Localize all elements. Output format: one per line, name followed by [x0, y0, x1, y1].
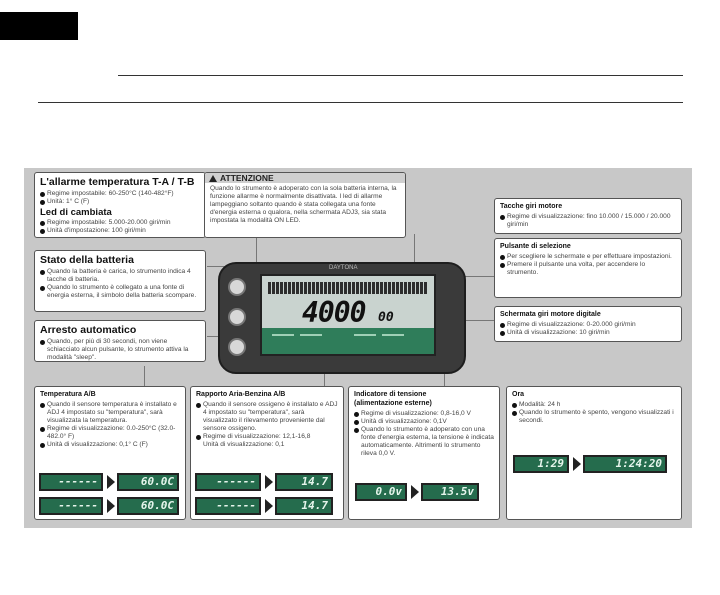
- select-button[interactable]: [228, 308, 246, 326]
- warning-icon: [209, 174, 217, 182]
- warning-title: ATTENZIONE: [220, 173, 274, 183]
- air-fuel-box: Rapporto Aria-Benzina A/B Quando il sens…: [190, 386, 344, 520]
- segment: [300, 334, 322, 336]
- voltage-display-left: 0.0v: [355, 483, 407, 501]
- tach-bar: [268, 282, 428, 294]
- select-bullet: Per scegliere le schermate e per effettu…: [500, 253, 676, 261]
- connector: [464, 276, 494, 277]
- alarm-title: L'allarme temperatura T-A / T-B: [40, 176, 195, 188]
- connector: [144, 366, 145, 388]
- clock-box: Ora Modalità: 24 h Quando lo strumento è…: [506, 386, 682, 520]
- section-tab: [0, 12, 78, 40]
- lcd-bottom-panel: [262, 328, 434, 354]
- auto-off-bullet: Quando, per più di 30 secondi, non viene…: [40, 338, 200, 361]
- warning-text: Quando lo strumento è adoperato con la s…: [210, 185, 397, 224]
- rpm-marks-box: Tacche giri motore Regime di visualizzaz…: [494, 198, 682, 234]
- set-button[interactable]: [228, 338, 246, 356]
- clock-title: Ora: [512, 391, 525, 398]
- shift-bullet: Regime impostabile: 5.000-20.000 giri/mi…: [40, 219, 200, 227]
- temperature-bullet: Unità di visualizzazione: 0,1° C (F): [40, 441, 180, 449]
- temp-display-right: 60.0C: [117, 497, 179, 515]
- instrument-diagram: L'allarme temperatura T-A / T-B Regime i…: [24, 168, 692, 528]
- afr-display-right: 14.7: [275, 497, 333, 515]
- alarm-bullet: Regime impostabile: 60-250°C (140-482°F): [40, 190, 200, 198]
- connector: [256, 218, 257, 270]
- voltage-bullet: Quando lo strumento è adoperato con una …: [354, 426, 494, 458]
- arrow-right-icon: [573, 457, 581, 471]
- warning-box: ATTENZIONE Quando lo strumento è adopera…: [204, 172, 406, 238]
- warning-header: ATTENZIONE: [205, 173, 405, 183]
- voltage-display-right: 13.5v: [421, 483, 479, 501]
- afr-display-right: 14.7: [275, 473, 333, 491]
- segment: [354, 334, 376, 336]
- select-button-box: Pulsante di selezione Per scegliere le s…: [494, 238, 682, 298]
- temp-display-right: 60.0C: [117, 473, 179, 491]
- rpm-marks-title: Tacche giri motore: [500, 203, 563, 210]
- air-fuel-unit: Unità di visualizzazione: 0,1: [203, 441, 285, 448]
- temp-display-left: ------: [39, 497, 103, 515]
- temperature-box: Temperatura A/B Quando il sensore temper…: [34, 386, 186, 520]
- auto-off-box: Arresto automatico Quando, per più di 30…: [34, 320, 206, 362]
- rpm-reading-suffix: 00: [378, 310, 394, 325]
- segment: [382, 334, 404, 336]
- battery-title: Stato della batteria: [40, 254, 134, 266]
- instrument-unit: DAYTONA 4000 00: [218, 262, 466, 374]
- air-fuel-bullet: Regime di visualizzazione: 12,1-16,8: [196, 433, 338, 441]
- device-brand: DAYTONA: [329, 265, 358, 271]
- auto-off-title: Arresto automatico: [40, 324, 137, 336]
- temp-display-left: ------: [39, 473, 103, 491]
- lcd-screen: 4000 00: [260, 274, 436, 356]
- header-rule-top: [118, 75, 683, 76]
- clock-display-left: 1:29: [513, 455, 569, 473]
- temperature-bullet: Regime di visualizzazione: 0.0-250°C (32…: [40, 425, 180, 441]
- arrow-right-icon: [411, 485, 419, 499]
- rpm-reading: 4000: [302, 296, 366, 329]
- arrow-right-icon: [107, 475, 115, 489]
- temperature-title: Temperatura A/B: [40, 391, 96, 398]
- header-rule-bottom: [38, 102, 683, 103]
- shift-title: Led di cambiata: [40, 207, 112, 218]
- battery-box: Stato della batteria Quando la batteria …: [34, 250, 206, 312]
- voltage-title: Indicatore di tensione: [354, 391, 427, 398]
- segment: [272, 334, 294, 336]
- clock-display-right: 1:24:20: [583, 455, 667, 473]
- battery-bullet: Quando la batteria è carica, lo strument…: [40, 268, 200, 284]
- afr-display-left: ------: [195, 473, 261, 491]
- arrow-right-icon: [107, 499, 115, 513]
- select-bullet: Premere il pulsante una volta, per accen…: [500, 261, 676, 277]
- voltage-bullet: Regime di visualizzazione: 0,8-16,0 V: [354, 410, 494, 418]
- digital-rpm-box: Schermata giri motore digitale Regime di…: [494, 306, 682, 342]
- air-fuel-title: Rapporto Aria-Benzina A/B: [196, 391, 286, 398]
- arrow-right-icon: [265, 475, 273, 489]
- alarm-box: L'allarme temperatura T-A / T-B Regime i…: [34, 172, 206, 238]
- clock-bullet: Quando lo strumento è spento, vengono vi…: [512, 409, 676, 425]
- alarm-bullet: Unità: 1° C (F): [40, 198, 200, 206]
- connector: [207, 266, 237, 267]
- connector: [464, 320, 494, 321]
- rpm-marks-bullet: Regime di visualizzazione: fino 10.000 /…: [500, 213, 676, 229]
- connector: [324, 366, 325, 388]
- mode-button[interactable]: [228, 278, 246, 296]
- voltage-subtitle: (alimentazione esterne): [354, 400, 432, 407]
- digital-rpm-bullet: Unità di visualizzazione: 10 giri/min: [500, 329, 676, 337]
- digital-rpm-title: Schermata giri motore digitale: [500, 311, 601, 318]
- battery-bullet: Quando lo strumento è collegato a una fo…: [40, 284, 200, 300]
- afr-display-left: ------: [195, 497, 261, 515]
- temperature-bullet: Quando il sensore temperatura è installa…: [40, 401, 180, 425]
- voltage-box: Indicatore di tensione (alimentazione es…: [348, 386, 500, 520]
- air-fuel-bullet: Quando il sensore ossigeno è installato …: [196, 401, 338, 433]
- clock-bullet: Modalità: 24 h: [512, 401, 676, 409]
- shift-bullet: Unità d'impostazione: 100 giri/min: [40, 227, 200, 235]
- connector: [414, 234, 415, 270]
- select-title: Pulsante di selezione: [500, 243, 571, 250]
- digital-rpm-bullet: Regime di visualizzazione: 0-20.000 giri…: [500, 321, 676, 329]
- voltage-bullet: Unità di visualizzazione: 0,1V: [354, 418, 494, 426]
- arrow-right-icon: [265, 499, 273, 513]
- connector: [444, 366, 445, 388]
